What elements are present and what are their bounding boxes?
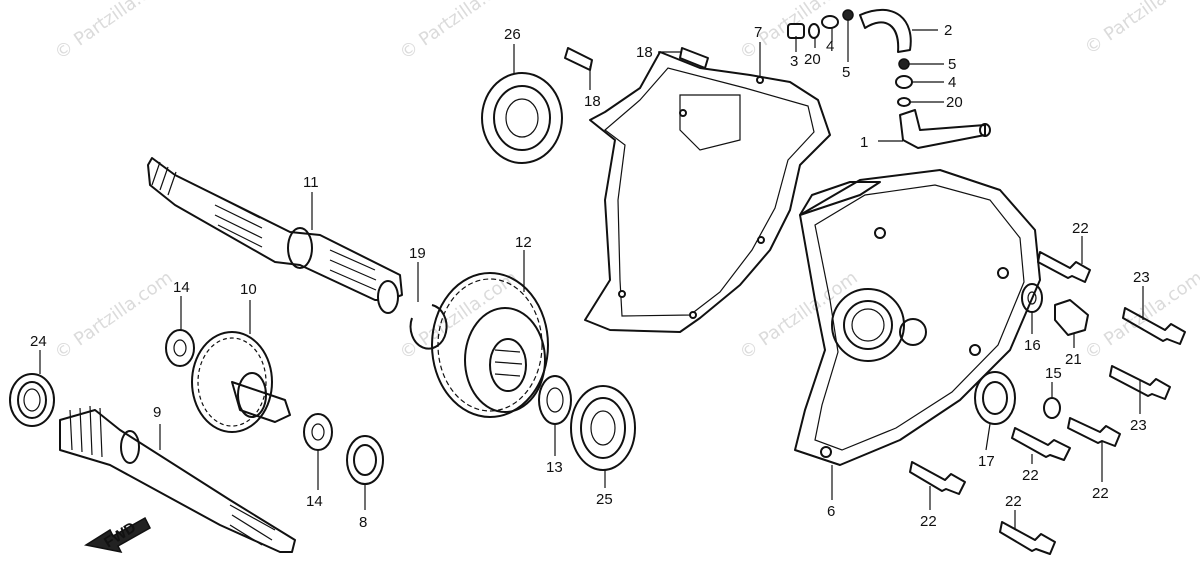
callouts: 1 2 3 4 4 5 5 6 7 8 9 10 11 12 13 14 14 …	[30, 22, 1150, 531]
bearing-part-17[interactable]	[974, 371, 1016, 425]
bolt-part-22d[interactable]	[909, 461, 966, 495]
callout-20: 20	[946, 94, 963, 111]
callout-23: 23	[1133, 269, 1150, 286]
countershaft-part-9[interactable]	[59, 405, 296, 553]
bearing-part-26[interactable]	[481, 72, 563, 164]
gasket-part-7[interactable]	[584, 51, 831, 333]
callout-17: 17	[978, 453, 995, 470]
bolt-part-22b[interactable]	[1011, 427, 1071, 461]
callout-4: 4	[826, 38, 834, 55]
washer-part-14a[interactable]	[165, 329, 195, 367]
callout-22: 22	[1022, 467, 1039, 484]
callout-19: 19	[409, 245, 426, 262]
callout-3: 3	[790, 53, 798, 70]
clip-part-4a[interactable]	[821, 15, 839, 29]
callout-18: 18	[584, 93, 601, 110]
callout-22: 22	[1092, 485, 1109, 502]
callout-6: 6	[827, 503, 835, 520]
bolt-part-22c[interactable]	[1067, 417, 1121, 447]
callout-24: 24	[30, 333, 47, 350]
callout-14: 14	[173, 279, 190, 296]
bolt-part-22a[interactable]	[1037, 251, 1091, 283]
callout-23: 23	[1130, 417, 1147, 434]
callout-2: 2	[944, 22, 952, 39]
bearing-part-25[interactable]	[570, 385, 636, 471]
callout-21: 21	[1065, 351, 1082, 368]
fitting-part-3[interactable]	[787, 23, 805, 39]
callout-16: 16	[1024, 337, 1041, 354]
callout-20: 20	[804, 51, 821, 68]
washer-part-15[interactable]	[1043, 397, 1061, 419]
callout-12: 12	[515, 234, 532, 251]
callout-7: 7	[754, 24, 762, 41]
callout-8: 8	[359, 514, 367, 531]
callout-4: 4	[948, 74, 956, 91]
callout-10: 10	[240, 281, 257, 298]
oring-part-20b[interactable]	[897, 97, 911, 107]
callout-15: 15	[1045, 365, 1062, 382]
callout-5: 5	[842, 64, 850, 81]
gear-part-10[interactable]	[191, 331, 291, 433]
transmission-cover-part-6[interactable]	[794, 169, 1041, 466]
watermark: © Partzilla.com	[51, 0, 177, 64]
callout-22: 22	[1005, 493, 1022, 510]
callout-9: 9	[153, 404, 161, 421]
washer-part-14b[interactable]	[303, 413, 333, 451]
breather-tube-part-1[interactable]	[899, 109, 991, 149]
callout-25: 25	[596, 491, 613, 508]
drain-bolt-part-21[interactable]	[1054, 299, 1089, 336]
callout-13: 13	[546, 459, 563, 476]
dowel-pin-part-18b[interactable]	[679, 47, 709, 69]
callout-1: 1	[860, 134, 868, 151]
callout-22: 22	[920, 513, 937, 530]
oring-part-20a[interactable]	[808, 23, 820, 39]
bolt-part-22e[interactable]	[999, 521, 1056, 555]
watermark: © Partzilla.com	[396, 0, 522, 64]
leader-lines	[39, 20, 1144, 530]
callout-11: 11	[303, 174, 319, 191]
callout-18: 18	[636, 44, 653, 61]
clip-part-5a[interactable]	[842, 9, 854, 21]
breather-hose-part-2[interactable]	[859, 9, 912, 53]
callout-22: 22	[1072, 220, 1089, 237]
watermark: © Partzilla.com	[396, 267, 522, 364]
callout-26: 26	[504, 26, 521, 43]
washer-part-13[interactable]	[538, 375, 572, 425]
bolt-part-23a[interactable]	[1122, 307, 1186, 345]
callout-5: 5	[948, 56, 956, 73]
gear-part-12[interactable]	[431, 272, 549, 418]
mainshaft-part-11[interactable]	[147, 157, 403, 314]
dowel-pin-part-18a[interactable]	[564, 47, 593, 71]
circlip-part-19[interactable]	[409, 304, 448, 350]
clamp-part-4b[interactable]	[895, 75, 913, 89]
fwd-arrow: FWD	[84, 516, 151, 554]
watermark: © Partzilla.com	[51, 267, 177, 364]
clip-part-5b[interactable]	[898, 58, 910, 70]
watermark: © Partzilla.com	[1081, 0, 1200, 59]
bearing-part-24[interactable]	[9, 373, 55, 427]
bolt-part-23b[interactable]	[1109, 365, 1171, 400]
callout-14: 14	[306, 493, 323, 510]
oil-seal-part-8[interactable]	[346, 435, 384, 485]
